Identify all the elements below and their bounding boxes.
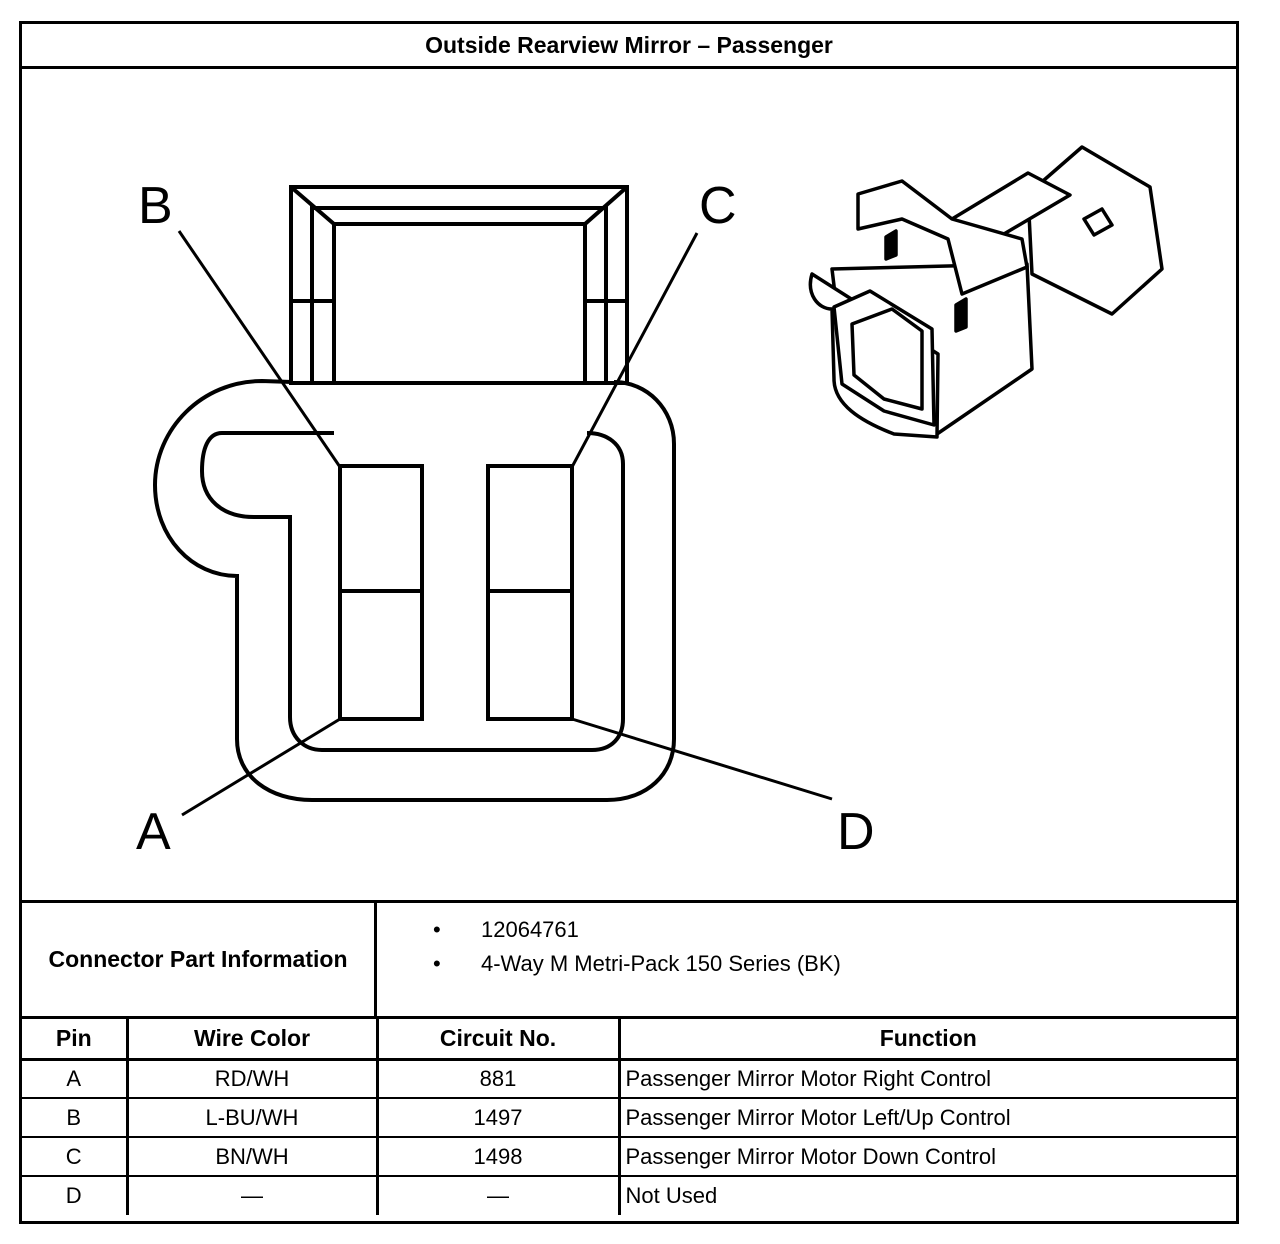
connector-part-number: •12064761 [377,915,1236,949]
terminal-d [486,589,574,721]
pin-table: Pin Wire Color Circuit No. Function A RD… [22,1019,1236,1215]
connector-face-drawing: B C A D [136,145,1164,861]
pin-cell: D [22,1176,129,1215]
pin-cell: C [22,1137,129,1177]
terminal-a [338,589,424,721]
circuit-cell: 1498 [377,1137,621,1177]
latch-inner [310,206,608,385]
latch-housing [289,185,629,385]
callout-a: A [136,803,171,861]
connector-part-info: Connector Part Information •12064761 •4-… [22,900,1236,1019]
callout-c: C [699,177,737,235]
connector-info-list: •12064761 •4-Way M Metri-Pack 150 Series… [377,903,1236,1028]
header-function: Function [619,1019,1236,1061]
pin-table-header: Pin Wire Color Circuit No. Function [22,1019,1236,1061]
terminal-c [486,464,574,593]
connector-series: •4-Way M Metri-Pack 150 Series (BK) [377,949,1236,983]
function-cell: Not Used [625,1183,718,1208]
header-pin: Pin [22,1019,129,1061]
bullet-icon: • [433,917,441,942]
latch-window [332,222,587,385]
header-wire-color: Wire Color [127,1019,379,1061]
function-cell: Passenger Mirror Motor Down Control [619,1137,1236,1177]
wire-color-cell: RD/WH [127,1059,379,1099]
connector-iso-illustration [808,145,1164,439]
terminal-b [338,464,424,593]
connector-body-outer [152,378,676,802]
function-cell: Passenger Mirror Motor Right Control [619,1059,1236,1099]
page-title: Outside Rearview Mirror – Passenger [22,24,1236,69]
circuit-cell: 881 [377,1059,621,1099]
connector-info-label: Connector Part Information [22,903,377,1016]
wire-color-cell: BN/WH [127,1137,379,1177]
wire-color-cell: L-BU/WH [127,1098,379,1138]
connector-cavity [199,431,625,752]
circuit-cell: — [377,1176,621,1215]
table-row: C BN/WH 1498 Passenger Mirror Motor Down… [22,1137,1236,1177]
circuit-cell: 1497 [377,1098,621,1138]
bullet-icon: • [433,951,441,976]
connector-sheet: Outside Rearview Mirror – Passenger [19,21,1239,1224]
table-row: A RD/WH 881 Passenger Mirror Motor Right… [22,1059,1236,1099]
function-cell: Passenger Mirror Motor Left/Up Control [619,1098,1236,1138]
callout-d: D [837,803,875,861]
table-row: D — — Not Used [22,1176,1236,1215]
wire-color-cell: — [127,1176,379,1215]
callout-b: B [138,177,173,235]
leader-line-d [571,717,833,801]
leader-line-a [181,717,341,817]
pin-cell: B [22,1098,129,1138]
leader-line-b [177,230,342,468]
leader-line-c [570,232,699,468]
table-row: B L-BU/WH 1497 Passenger Mirror Motor Le… [22,1098,1236,1138]
pin-cell: A [22,1059,129,1099]
header-circuit-no: Circuit No. [377,1019,621,1061]
connector-diagram: B C A D [22,69,1236,900]
